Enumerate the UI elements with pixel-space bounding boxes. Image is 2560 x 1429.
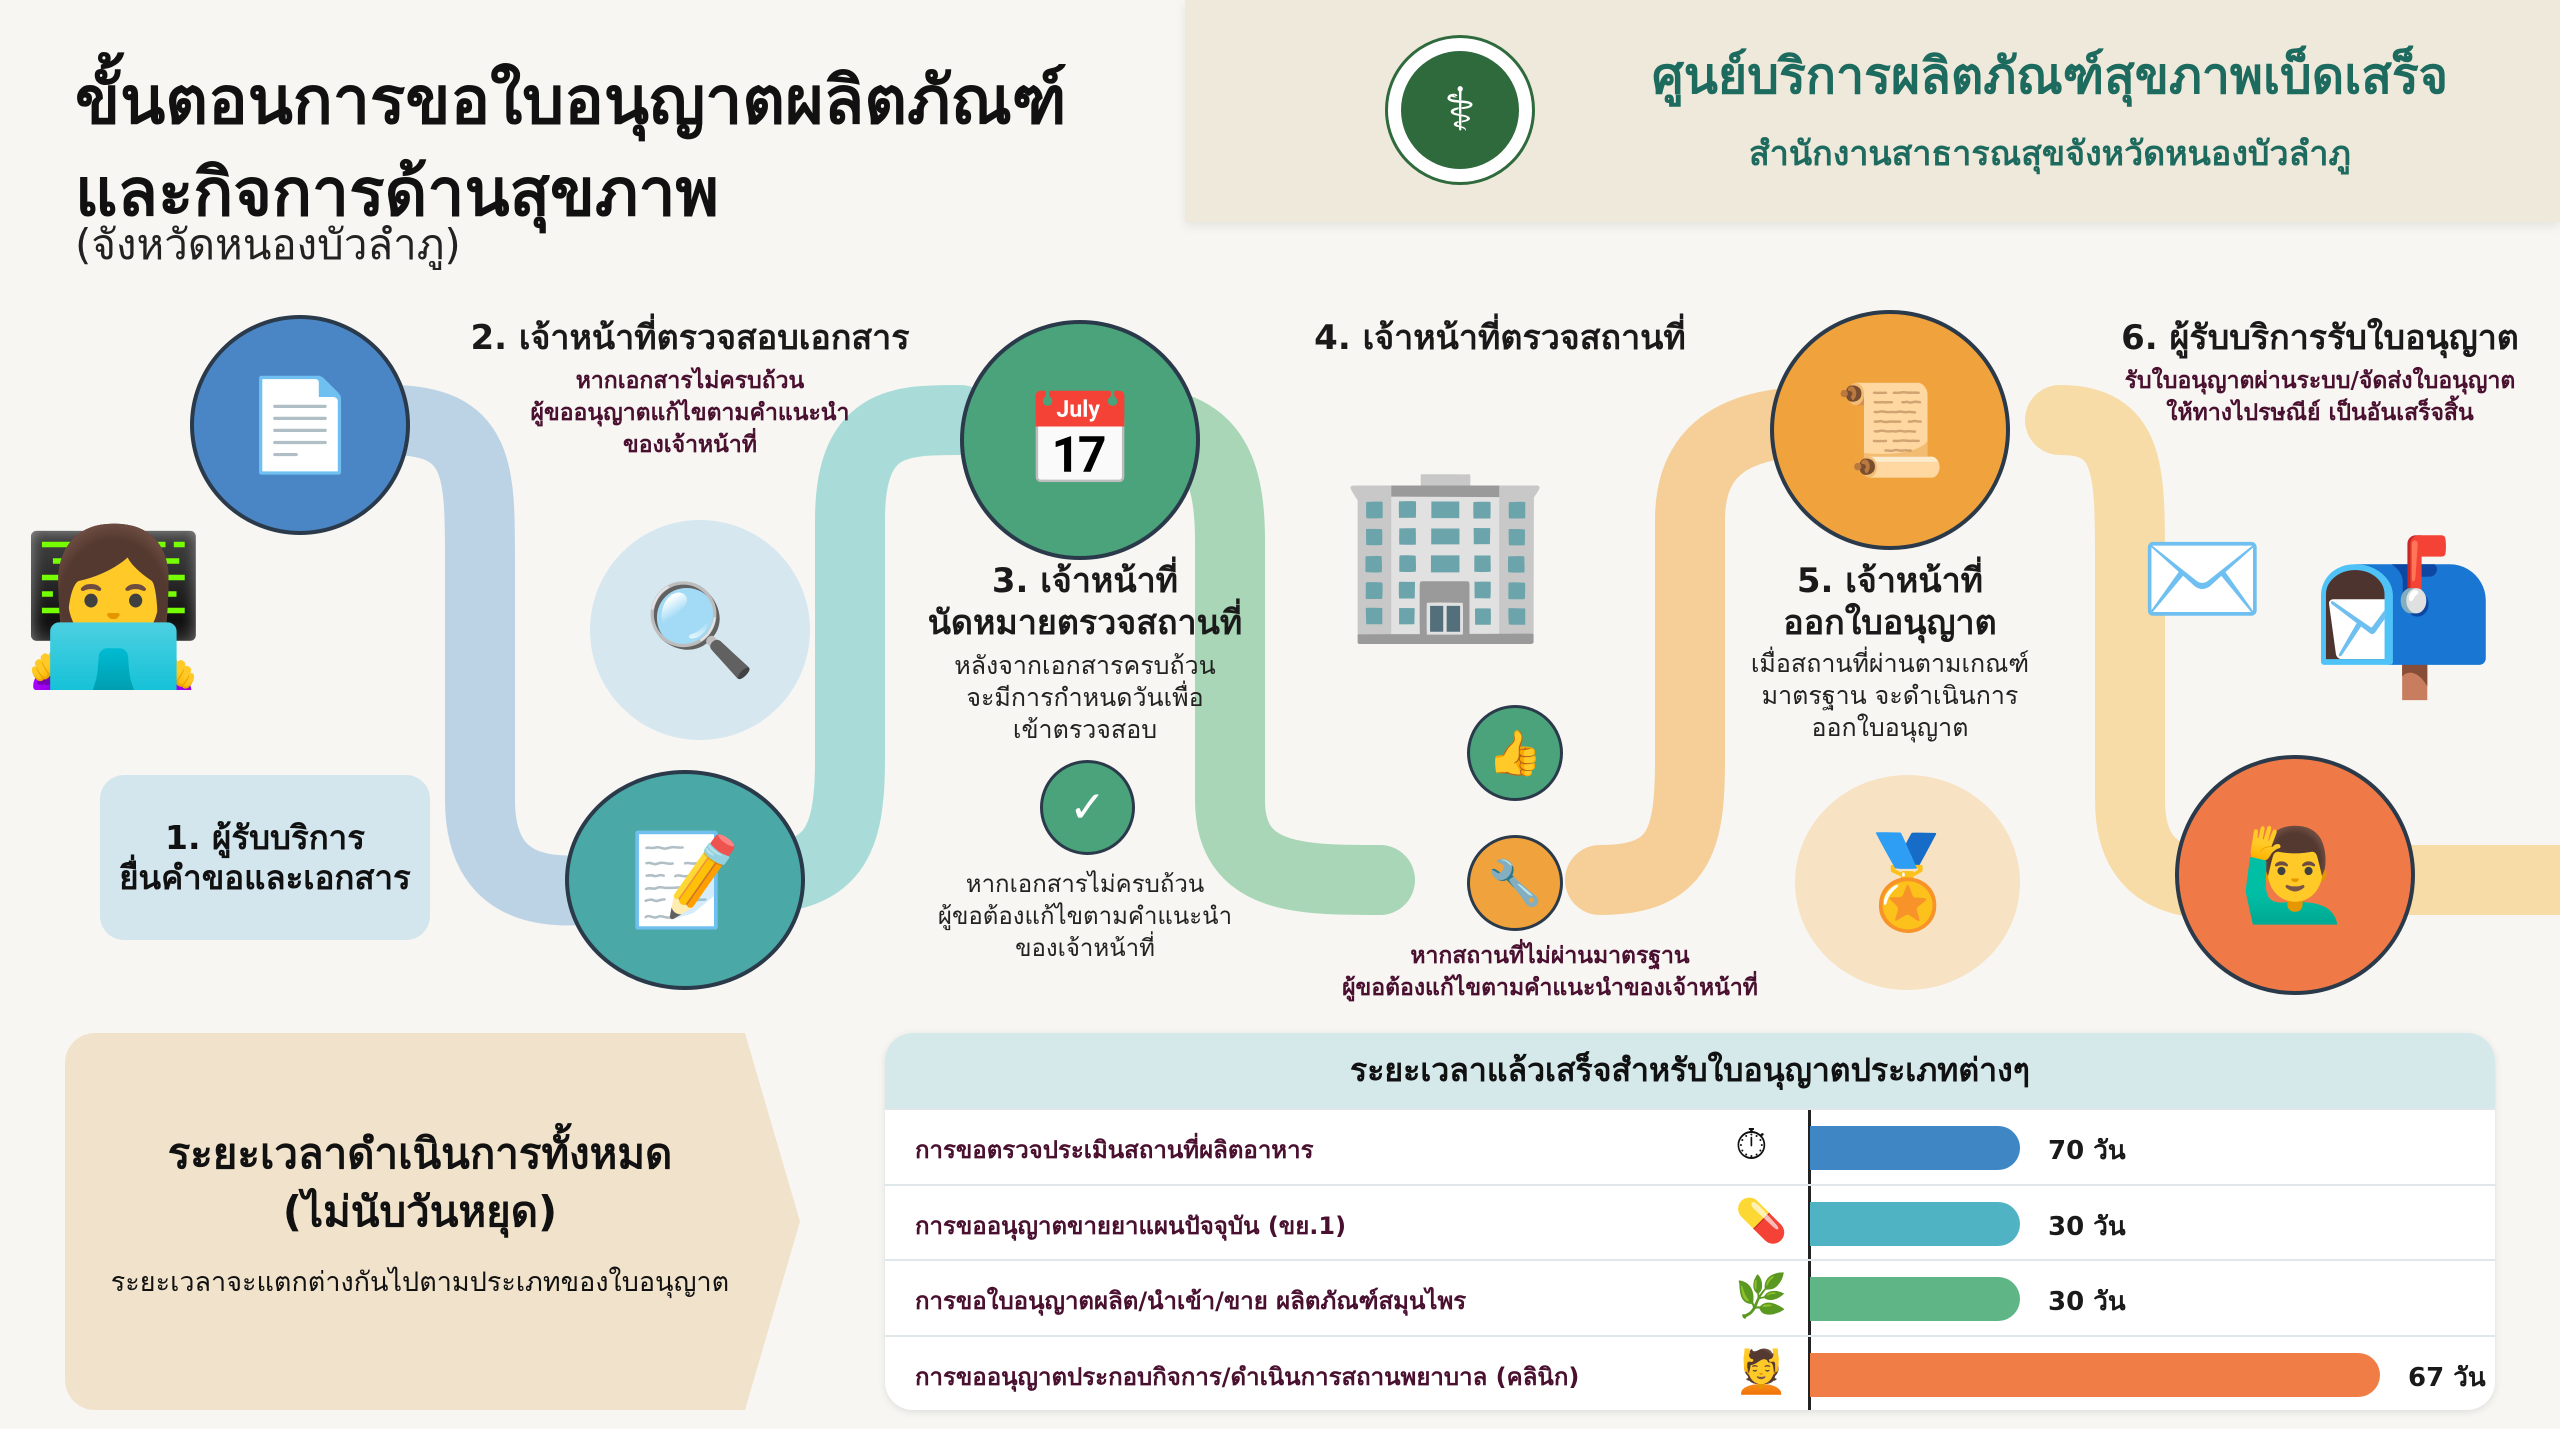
chart-row: การขออนุญาตประกอบกิจการ/ดำเนินการสถานพยา… bbox=[885, 1334, 2495, 1411]
checkmark-icon: ✓ bbox=[1040, 760, 1135, 855]
herbal-factory-icon: 🌿 bbox=[1735, 1271, 1788, 1320]
calendar-location-icon: 📅 bbox=[960, 320, 1200, 560]
step-4-title: 4. เจ้าหน้าที่ตรวจสถานที่ bbox=[1314, 318, 1686, 358]
brand-title: ศูนย์บริการผลิตภัณฑ์สุขภาพเบ็ดเสร็จ bbox=[1651, 47, 2449, 105]
total-duration-panel bbox=[65, 1033, 800, 1410]
duration-value: 70 วัน bbox=[2048, 1136, 2126, 1166]
step-3-note: หากเอกสารไม่ครบถ้วนผู้ขอต้องแก้ไขตามคำแน… bbox=[937, 870, 1233, 962]
category-label: การขออนุญาตขายยาแผนปัจจุบัน (ขย.1) bbox=[915, 1211, 1347, 1240]
step-3-desc: หลังจากเอกสารครบถ้วนจะมีการกำหนดวันเพื่อ… bbox=[954, 651, 1216, 744]
total-duration-title: ระยะเวลาดำเนินการทั้งหมด(ไม่นับวันหยุด) bbox=[167, 1129, 673, 1236]
health-office-logo: ⚕ bbox=[1385, 35, 1535, 185]
chart-title: ระยะเวลาแล้วเสร็จสำหรับใบอนุญาตประเภทต่า… bbox=[885, 1033, 2495, 1108]
step-3-title: 3. เจ้าหน้าที่นัดหมายตรวจสถานที่ bbox=[927, 561, 1243, 643]
flying-envelope-icon: ✉️ bbox=[2140, 520, 2265, 637]
document-pencil-icon: 📝 bbox=[565, 770, 805, 990]
stopwatch-icon: ⏱ bbox=[1735, 1120, 1768, 1169]
duration-value: 30 วัน bbox=[2048, 1211, 2126, 1242]
duration-bar bbox=[1810, 1201, 2020, 1246]
step-1-label: 1. ผู้รับบริการยื่นคำขอและเอกสาร bbox=[100, 775, 430, 940]
chart-row: การขอใบอนุญาตผลิต/นำเข้า/ขาย ผลิตภัณฑ์สม… bbox=[885, 1259, 2495, 1335]
category-label: การขออนุญาตประกอบกิจการ/ดำเนินการสถานพยา… bbox=[915, 1362, 1580, 1391]
category-label: การขอตรวจประเมินสถานที่ผลิตอาหาร bbox=[915, 1136, 1314, 1164]
caduceus-icon: ⚕ bbox=[1401, 51, 1519, 169]
step-2-note: หากเอกสารไม่ครบถ้วนผู้ขออนุญาตแก้ไขตามคำ… bbox=[530, 368, 850, 458]
category-label: การขอใบอนุญาตผลิต/นำเข้า/ขาย ผลิตภัณฑ์สม… bbox=[915, 1287, 1467, 1315]
mailbox-icon: 📬 bbox=[2310, 531, 2497, 705]
step-5-title: 5. เจ้าหน้าที่ออกใบอนุญาต bbox=[1783, 561, 1997, 643]
duration-bar bbox=[1810, 1277, 2020, 1321]
medicine-icon: 💊 bbox=[1735, 1195, 1788, 1245]
duration-bar bbox=[1810, 1126, 2020, 1170]
inspector-building-icon: 🏢 bbox=[1340, 451, 1552, 649]
waving-person-icon: 🙋‍♂️ bbox=[2175, 755, 2415, 995]
tools-icon: 🔧 bbox=[1467, 835, 1563, 931]
certificate-stamp-icon: 📜 bbox=[1770, 310, 2010, 550]
document-search-icon: 🔍 bbox=[590, 520, 810, 740]
spa-icon: 💆 bbox=[1735, 1346, 1788, 1396]
applicant-computer-icon: 👩‍💻 bbox=[20, 521, 207, 695]
step-6-note: รับใบอนุญาตผ่านระบบ/จัดส่งใบอนุญาตให้ทาง… bbox=[2124, 368, 2516, 426]
duration-chart: ระยะเวลาแล้วเสร็จสำหรับใบอนุญาตประเภทต่า… bbox=[885, 1033, 2495, 1410]
chart-row: การขออนุญาตขายยาแผนปัจจุบัน (ขย.1) 💊 30 … bbox=[885, 1183, 2495, 1260]
page-title: ขั้นตอนการขอใบอนุญาตผลิตภัณฑ์และกิจการด้… bbox=[75, 62, 1067, 231]
pipe-segment-2 bbox=[705, 385, 995, 915]
step-5-desc: เมื่อสถานที่ผ่านตามเกณฑ์มาตรฐาน จะดำเนิน… bbox=[1750, 649, 2030, 742]
step-6-title: 6. ผู้รับบริการรับใบอนุญาต bbox=[2121, 318, 2519, 358]
total-duration-desc: ระยะเวลาจะแตกต่างกันไปตามประเภทของใบอนุญ… bbox=[110, 1267, 730, 1298]
chart-row: การขอตรวจประเมินสถานที่ผลิตอาหาร ⏱ 70 วั… bbox=[885, 1108, 2495, 1184]
page-subtitle: (จังหวัดหนองบัวลำภู) bbox=[75, 220, 461, 269]
duration-value: 67 วัน bbox=[2408, 1362, 2486, 1393]
step-4-note: หากสถานที่ไม่ผ่านมาตรฐานผู้ขอต้องแก้ไขตา… bbox=[1342, 943, 1758, 1001]
brand-subtitle: สำนักงานสาธารณสุขจังหวัดหนองบัวลำภู bbox=[1749, 134, 2351, 174]
duration-bar bbox=[1810, 1352, 2380, 1397]
step-2-title: 2. เจ้าหน้าที่ตรวจสอบเอกสาร bbox=[470, 318, 910, 358]
duration-value: 30 วัน bbox=[2048, 1287, 2126, 1317]
certificate-icon: 🏅 bbox=[1795, 775, 2020, 990]
document-email-icon: 📄 bbox=[190, 315, 410, 535]
thumbs-up-icon: 👍 bbox=[1467, 705, 1563, 801]
